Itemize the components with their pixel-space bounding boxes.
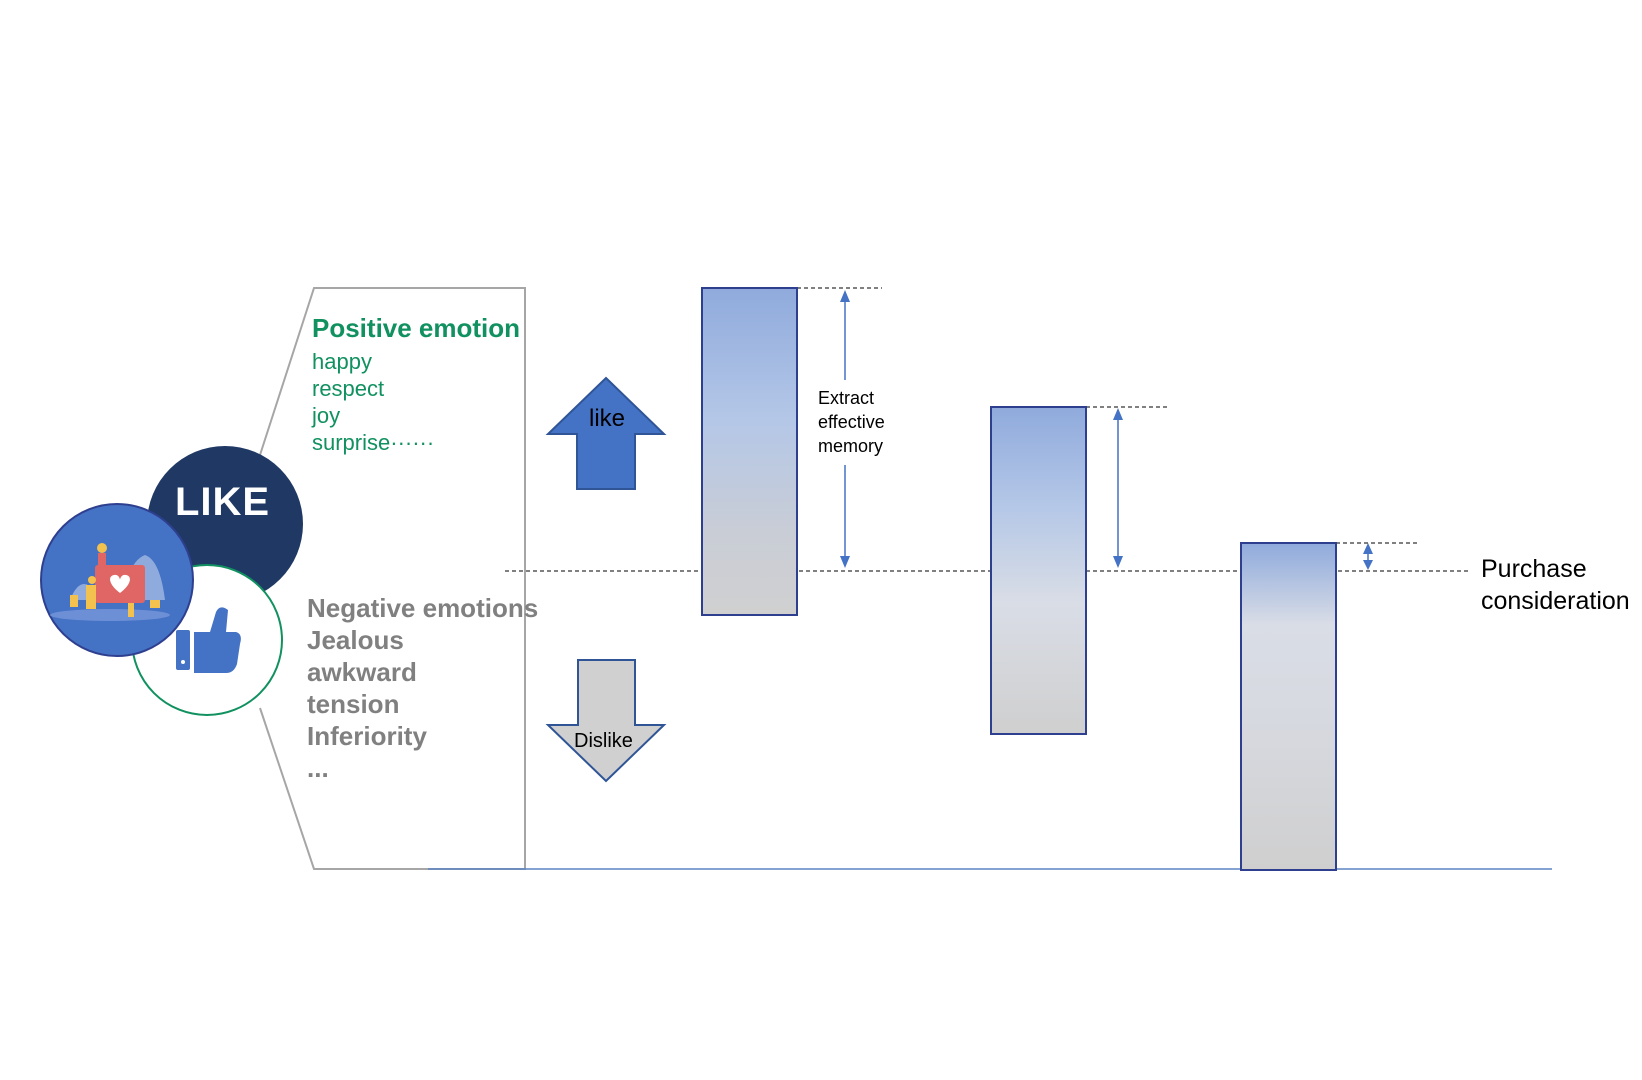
negative-item: tension: [307, 689, 400, 719]
dislike-arrow-label: Dislike: [574, 730, 633, 752]
like-arrow-label: like: [589, 405, 626, 432]
extract-memory-annotation: Extract effective memory: [818, 388, 885, 456]
positive-item: happy: [312, 349, 372, 374]
purchase-consideration-label: Purchase consideration: [1481, 555, 1630, 615]
measure-arrow-1: [840, 290, 850, 568]
negative-item: Inferiority: [307, 721, 427, 751]
measure-arrow-2: [1113, 408, 1123, 568]
negative-emotion-title: Negative emotions: [307, 593, 539, 623]
positive-item: surprise······: [312, 430, 435, 455]
bracket-frame: [259, 287, 526, 870]
bar-2: [990, 406, 1087, 735]
positive-item: joy: [312, 403, 341, 428]
negative-item: Jealous: [307, 625, 404, 655]
positive-item: respect: [312, 376, 385, 401]
like-up-arrow: [545, 376, 667, 490]
bar-1: [701, 287, 798, 616]
dislike-down-arrow: [545, 659, 667, 783]
negative-item: awkward: [307, 657, 417, 687]
positive-emotion-title: Positive emotion: [312, 313, 521, 343]
measure-arrow-3: [1363, 543, 1373, 570]
people-heart-illustration-icon: [50, 543, 170, 621]
negative-item: ...: [307, 753, 329, 783]
thumbs-up-icon: [176, 607, 241, 673]
bar-3: [1240, 542, 1337, 871]
like-logo-text: LIKE: [175, 480, 271, 524]
